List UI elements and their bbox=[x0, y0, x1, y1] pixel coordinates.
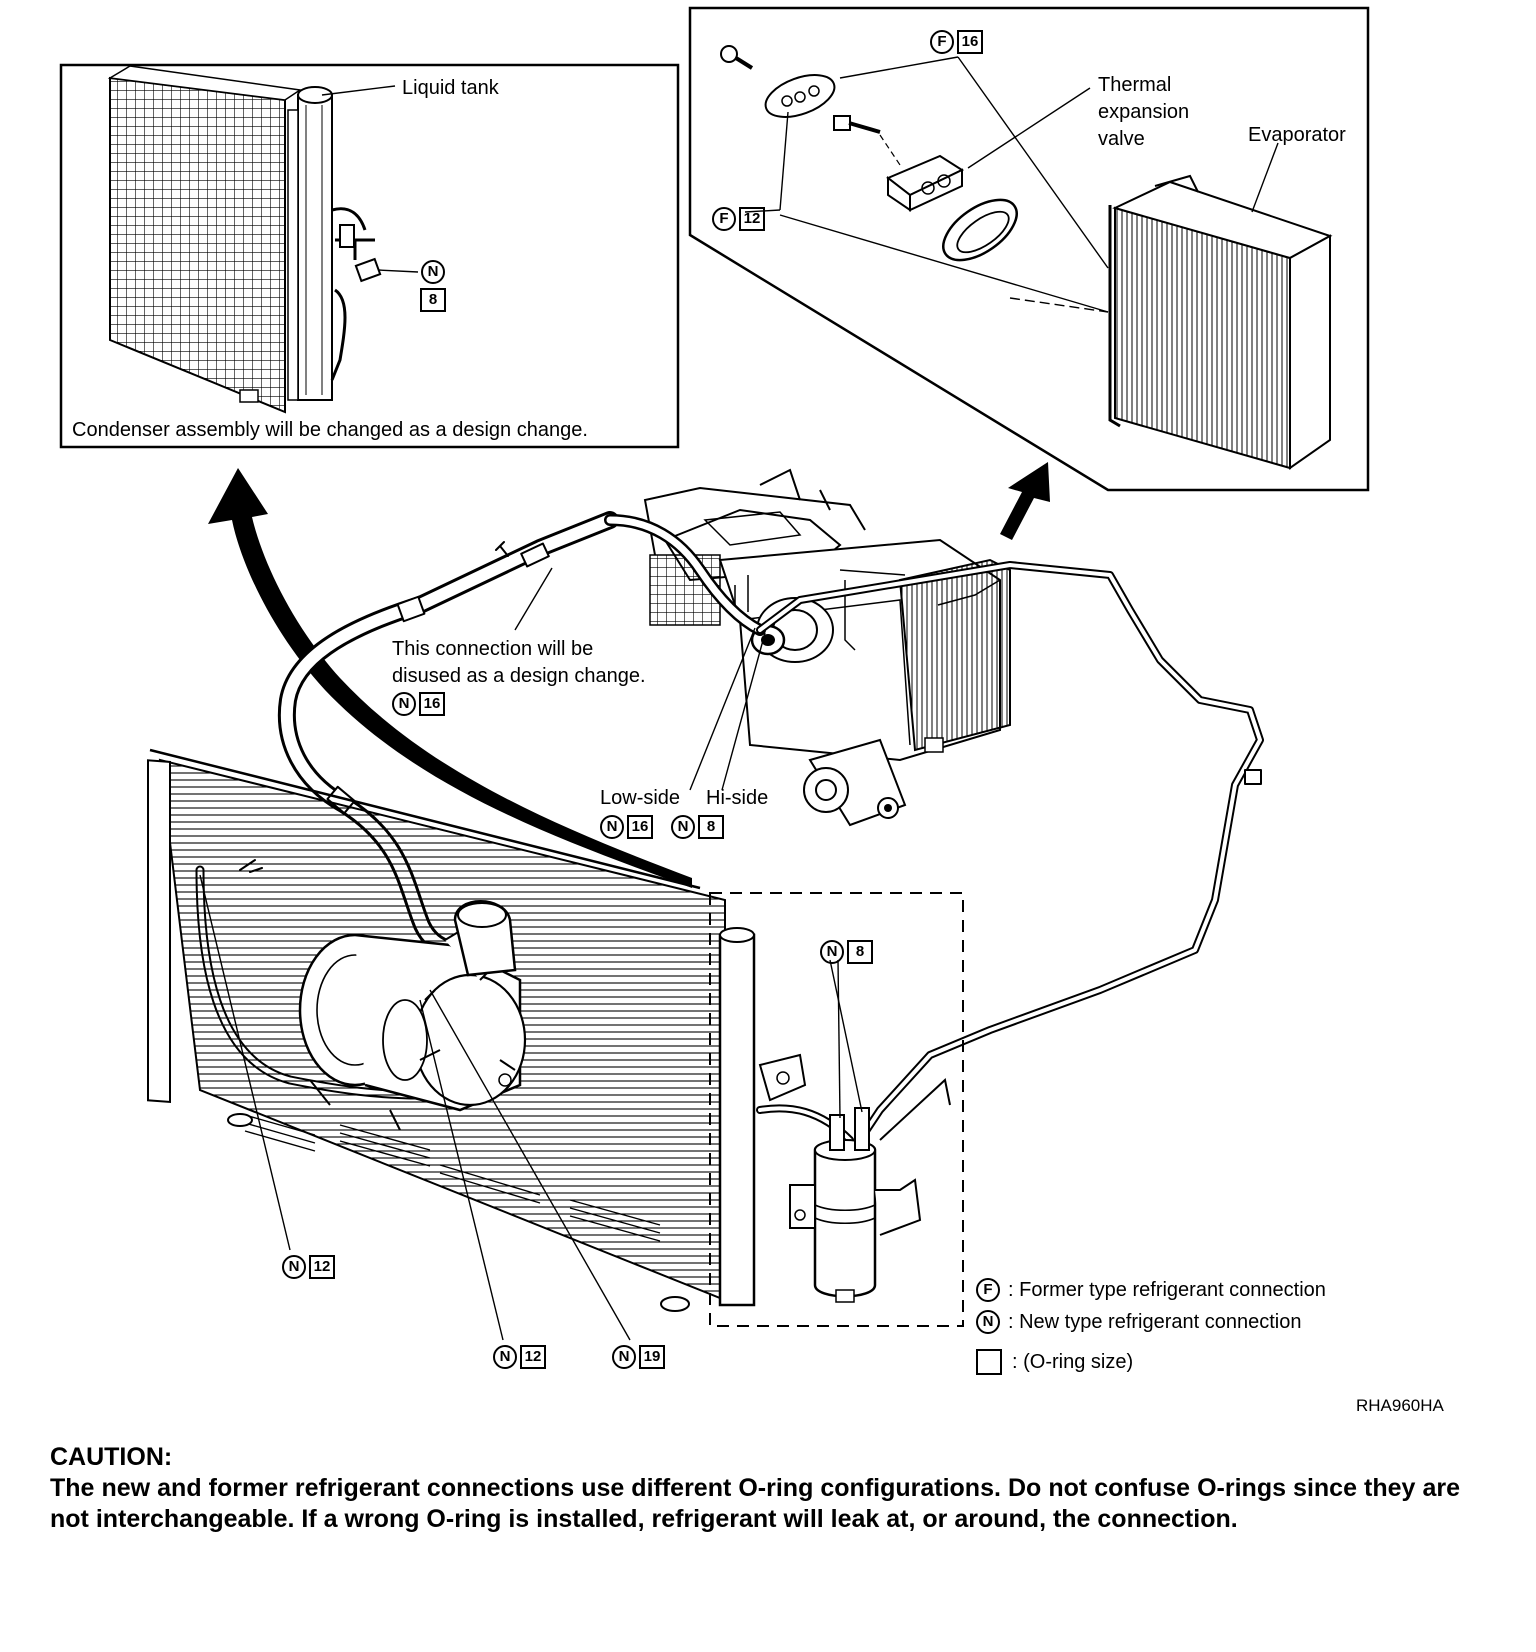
oring-size-badge: 19 bbox=[639, 1345, 665, 1369]
inset-evaporator-core bbox=[1108, 174, 1333, 470]
inset-expansion-valve bbox=[886, 154, 965, 212]
hi-side-label: Hi-side bbox=[706, 787, 769, 809]
condenser-lower-louvers bbox=[244, 1114, 661, 1242]
evaporator-inset bbox=[688, 6, 1370, 492]
disused-connection-marker: N 16 bbox=[392, 692, 445, 716]
new-type-symbol: N bbox=[282, 1255, 306, 1279]
condenser-design-change-note: Condenser assembly will be changed as a … bbox=[72, 419, 588, 441]
inset-bolt bbox=[720, 45, 754, 70]
legend-new-text: : New type refrigerant connection bbox=[1008, 1311, 1302, 1333]
former-type-symbol: F bbox=[712, 207, 736, 231]
blower-motor bbox=[803, 738, 907, 827]
condenser-inset bbox=[59, 63, 680, 449]
caution-body: The new and former refrigerant connectio… bbox=[50, 1474, 1460, 1533]
oring-size-badge: 12 bbox=[520, 1345, 546, 1369]
inset-flange-plate bbox=[764, 74, 836, 118]
low-side-marker: N 16 bbox=[600, 815, 653, 839]
caution-block: CAUTION: The new and former refrigerant … bbox=[50, 1442, 1460, 1535]
inset-gasket bbox=[942, 198, 1018, 262]
legend-oring-text: : (O-ring size) bbox=[1012, 1351, 1134, 1373]
receiver-drier bbox=[758, 1053, 951, 1303]
disused-connection-note: This connection will be disused as a des… bbox=[392, 638, 646, 687]
oring-size-badge: 16 bbox=[419, 692, 445, 716]
new-type-symbol: N bbox=[493, 1345, 517, 1369]
inset-liquid-tank bbox=[239, 86, 333, 403]
oring-size-badge: 12 bbox=[309, 1255, 335, 1279]
new-type-symbol: N bbox=[976, 1310, 1000, 1334]
new-type-symbol: N bbox=[671, 815, 695, 839]
leader-lines bbox=[199, 567, 863, 1341]
oring-size-badge: 16 bbox=[627, 815, 653, 839]
legend-oring: : (O-ring size) bbox=[976, 1349, 1133, 1375]
compressor bbox=[298, 900, 527, 1112]
arrow-to-evaporator-inset bbox=[1000, 462, 1050, 540]
tank-connection-marker: N 8 bbox=[420, 260, 446, 312]
compressor-marker-b: N 19 bbox=[612, 1345, 665, 1369]
evaporator-label: Evaporator bbox=[1248, 124, 1346, 146]
liquid-tank-leader bbox=[321, 85, 396, 96]
liquid-tank-label: Liquid tank bbox=[402, 77, 499, 99]
thermal-expansion-valve-label: Thermal expansion valve bbox=[1098, 74, 1190, 150]
former-type-symbol: F bbox=[976, 1278, 1000, 1302]
former-type-symbol: F bbox=[930, 30, 954, 54]
cooling-unit-assembly bbox=[643, 468, 1011, 827]
new-type-symbol: N bbox=[392, 692, 416, 716]
oring-size-badge: 8 bbox=[420, 288, 446, 312]
legend-former-text: : Former type refrigerant connection bbox=[1008, 1279, 1326, 1301]
legend-former: F : Former type refrigerant connection bbox=[976, 1278, 1326, 1302]
receiver-connection-marker: N 8 bbox=[820, 940, 873, 964]
condenser-pipe-marker: N 12 bbox=[282, 1255, 335, 1279]
new-type-symbol: N bbox=[820, 940, 844, 964]
inset-bolt-2 bbox=[833, 115, 901, 166]
new-type-symbol: N bbox=[612, 1345, 636, 1369]
oring-size-box-icon bbox=[976, 1349, 1002, 1375]
evaporator-left-marker: F 12 bbox=[712, 207, 765, 231]
oring-size-badge: 8 bbox=[847, 940, 873, 964]
new-type-symbol: N bbox=[421, 260, 445, 284]
receiver-dashed-box bbox=[709, 892, 964, 1327]
figure-code: RHA960HA bbox=[1356, 1396, 1444, 1415]
arrow-to-condenser-inset bbox=[208, 468, 692, 888]
caution-title: CAUTION: bbox=[50, 1443, 173, 1471]
oring-size-badge: 8 bbox=[698, 815, 724, 839]
new-type-symbol: N bbox=[600, 815, 624, 839]
inset-condenser-core bbox=[107, 65, 303, 414]
compressor-marker-a: N 12 bbox=[493, 1345, 546, 1369]
evaporator-inset-leaders bbox=[744, 56, 1279, 313]
inset-pipe-fittings bbox=[330, 207, 419, 381]
hi-side-marker: N 8 bbox=[671, 815, 724, 839]
legend-new: N : New type refrigerant connection bbox=[976, 1310, 1302, 1334]
evaporator-top-marker: F 16 bbox=[930, 30, 983, 54]
oring-size-badge: 16 bbox=[957, 30, 983, 54]
oring-size-badge: 12 bbox=[739, 207, 765, 231]
low-side-label: Low-side bbox=[600, 787, 681, 809]
